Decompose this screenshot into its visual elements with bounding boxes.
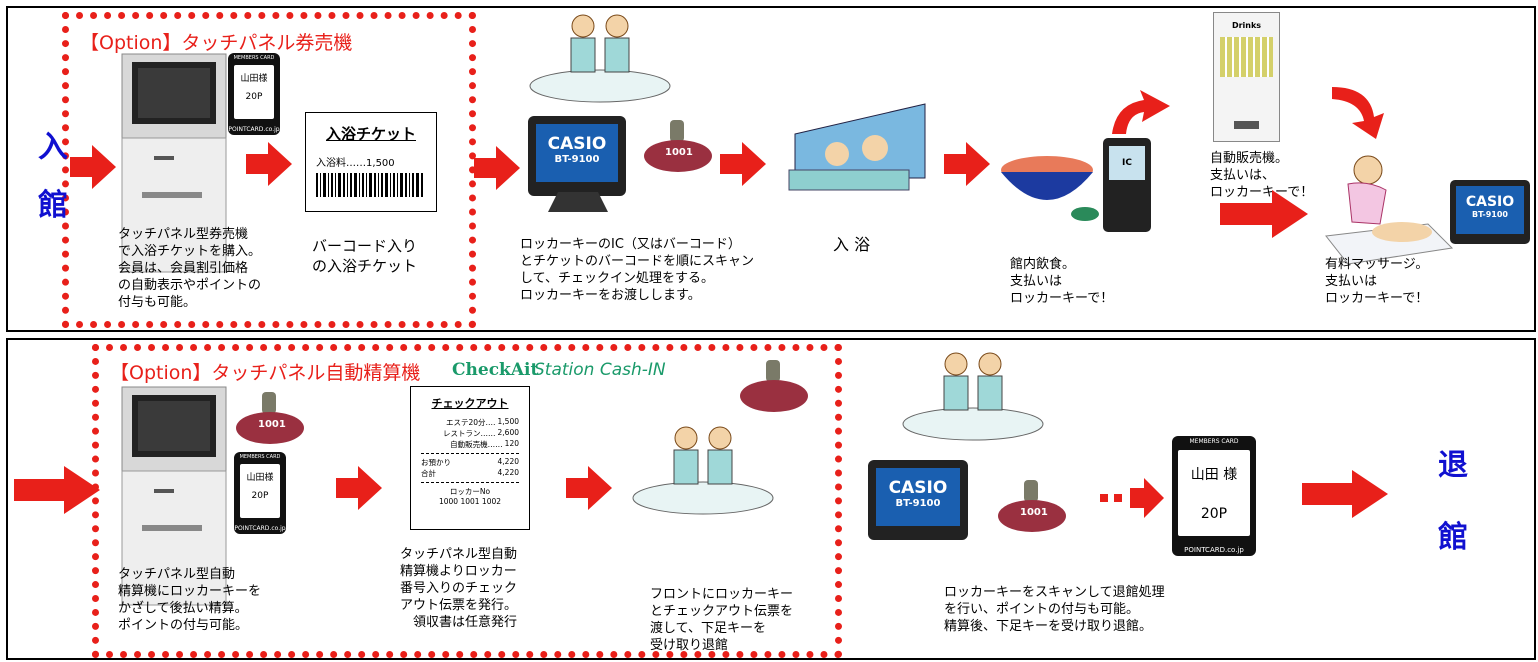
dining-caption: 館内飲食。 支払いは ロッカーキーで！	[1010, 257, 1114, 306]
card-name: 山田様	[240, 74, 268, 84]
terminal-brand-3: CASIO	[888, 478, 948, 498]
receipt-title: チェックアウト	[431, 397, 509, 410]
locker-key-number: 1001	[665, 147, 693, 158]
arrow-to-massage	[1220, 190, 1308, 238]
enter-char-2: 館	[38, 188, 68, 223]
front-caption: フロントにロッカーキー とチェックアウト伝票を 渡して、下足キーを 受け取り退館	[650, 587, 794, 653]
kiosk-caption: タッチパネル型券売機 で入浴チケットを購入。 会員は、会員割引価格 の自動表示や…	[118, 227, 262, 310]
ticket-line: 入浴料‥‥‥1,500	[316, 158, 395, 169]
casio-terminal-checkout: CASIO BT-9100	[868, 460, 968, 540]
food-bowl	[1001, 156, 1099, 221]
ticket-caption: バーコード入り の入浴チケット	[312, 237, 418, 275]
bottom-option-label: 【Option】タッチパネル自動精算機	[110, 362, 421, 384]
terminal-brand-2: CASIO	[1465, 194, 1515, 210]
receipt-line-2: レストラン‥‥‥2,600	[442, 428, 519, 438]
locker-key-checkout-number: 1001	[1020, 507, 1048, 518]
arrow-to-receipt	[336, 466, 382, 510]
ticket-title: 入浴チケット	[325, 125, 416, 143]
front-desk-staff-bottom	[632, 426, 774, 515]
receipt-locker-numbers: 1000 1001 1002	[438, 497, 502, 506]
station-logo: CheckAit	[452, 360, 539, 380]
arrow-enter	[70, 145, 116, 189]
top-option-frame	[62, 12, 476, 328]
terminal-brand: CASIO	[547, 134, 607, 154]
arrow-to-checkin	[474, 146, 520, 190]
locker-key-bottom-number: 1001	[258, 419, 286, 430]
locker-key-bottom	[236, 392, 304, 444]
bath-illustration	[788, 103, 926, 191]
terminal-model-3: BT-9100	[895, 498, 941, 509]
front-desk-staff	[529, 14, 671, 103]
enter-char-1: 入	[38, 130, 68, 165]
receipt-line-3: 自動販売機‥‥‥120	[450, 439, 519, 449]
handheld-terminal: IC	[1103, 138, 1151, 232]
exit-char-2: 館	[1438, 520, 1468, 555]
bottom-option-frame	[92, 344, 842, 658]
casio-terminal-2: CASIO BT-9100	[1450, 180, 1530, 244]
card-points: 20P	[245, 92, 263, 102]
arrow-enter-checkout	[14, 466, 100, 514]
bath-caption: 入 浴	[833, 235, 871, 254]
checkout-caption: ロッカーキーをスキャンして退館処理 を行い、ポイントの付与も可能。 精算後、下足…	[944, 585, 1165, 634]
massage-caption: 有料マッサージ。 支払いは ロッカーキーで！	[1325, 257, 1429, 306]
dotted-arrow	[1100, 478, 1164, 518]
curved-arrow-down	[1332, 87, 1384, 139]
checkin-caption: ロッカーキーのIC（又はバーコード） とチケットのバーコードを順にスキャン して…	[520, 237, 755, 303]
top-option-label: 【Option】タッチパネル券売機	[80, 32, 353, 54]
casio-terminal: CASIO BT-9100	[528, 116, 626, 196]
card-bottom-points: 20P	[251, 491, 269, 501]
arrow-to-bath	[720, 142, 766, 186]
terminal-model: BT-9100	[554, 154, 600, 165]
arrow-to-dining	[944, 142, 990, 186]
terminal-model-2: BT-9100	[1472, 210, 1508, 219]
exit-char-1: 退	[1438, 448, 1468, 483]
ticket-kiosk	[121, 53, 227, 273]
card-bottom-name: 山田様	[246, 473, 274, 483]
station-name: Station Cash-IN	[534, 360, 666, 380]
vending-caption: 自動販売機。 支払いは、 ロッカーキーで！	[1210, 151, 1314, 200]
locker-key-front	[740, 360, 808, 412]
barcode	[316, 173, 423, 197]
arrow-kiosk-ticket	[246, 142, 292, 186]
bath-ticket: 入浴チケット 入浴料‥‥‥1,500	[305, 112, 437, 212]
checkout-receipt: チェックアウト エステ20分‥‥1,500 レストラン‥‥‥2,600 自動販売…	[410, 386, 530, 530]
front-desk-staff-checkout	[902, 352, 1044, 441]
receipt-caption: タッチパネル型自動 精算機よりロッカー 番号入りのチェック アウト伝票を発行。 …	[400, 547, 518, 630]
big-card-name: 山田 様	[1190, 467, 1238, 483]
receipt-locker-label: ロッカーNo	[449, 487, 491, 496]
arrow-to-front	[566, 466, 612, 510]
vending-machine: Drinks	[1213, 12, 1280, 142]
big-card-points: 20P	[1200, 506, 1228, 522]
ic-icon: IC	[1109, 146, 1145, 180]
terminal-stand	[548, 192, 608, 212]
vending-label: Drinks	[1231, 21, 1262, 30]
receipt-line-1: エステ20分‥‥1,500	[445, 417, 519, 427]
settle-caption: タッチパネル型自動 精算機にロッカーキーを かざして後払い精算。 ポイントの付与…	[118, 567, 262, 633]
locker-key-checkout	[998, 480, 1066, 532]
locker-key	[644, 120, 712, 172]
massage-illustration	[1325, 155, 1454, 265]
arrow-exit	[1302, 470, 1388, 518]
curved-arrow-up	[1112, 90, 1170, 134]
settlement-kiosk	[121, 386, 227, 606]
